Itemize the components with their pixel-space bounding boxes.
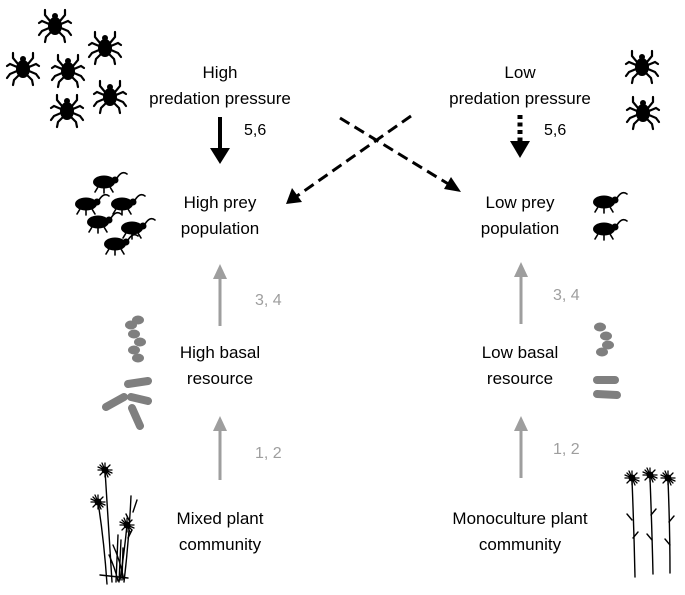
label-line: Mixed plant <box>176 509 264 528</box>
ref-left-resource: 3, 4 <box>255 292 282 309</box>
mite-icon <box>625 95 661 131</box>
mite-icon <box>5 51 41 87</box>
label-line: community <box>178 535 262 554</box>
label-line: High <box>202 63 238 82</box>
label-line: community <box>478 535 562 554</box>
mite-icon <box>49 93 85 129</box>
beetle-icon <box>103 233 139 256</box>
monoculture-plant-label: Monoculture plant community <box>420 506 620 558</box>
arrowhead <box>213 416 227 431</box>
resource-icon <box>593 376 621 399</box>
label-line: predation pressure <box>149 89 291 108</box>
label-line: High basal <box>179 343 261 362</box>
high-basal-resource-label: High basal resource <box>140 340 300 392</box>
dashed-arrow-right-to-left <box>296 114 412 198</box>
label-line: resource <box>486 369 554 388</box>
arrowhead <box>444 177 461 192</box>
mite-icon <box>50 53 86 89</box>
mixed-plant-label: Mixed plant community <box>140 506 300 558</box>
low-basal-resource-label: Low basal resource <box>440 340 600 392</box>
ref-right-plants: 1, 2 <box>553 441 580 458</box>
resource-icon <box>594 322 614 357</box>
low-prey-label: Low prey population <box>440 190 600 242</box>
label-line: resource <box>186 369 254 388</box>
label-line: population <box>180 219 260 238</box>
ref-right-resource: 3, 4 <box>553 287 580 304</box>
resource-icon <box>102 377 152 430</box>
label-line: predation pressure <box>449 89 591 108</box>
plant-icon <box>624 467 676 578</box>
high-predation-label: High predation pressure <box>120 60 320 112</box>
label-line: Low prey <box>485 193 555 212</box>
label-line: population <box>480 219 560 238</box>
low-predation-label: Low predation pressure <box>420 60 620 112</box>
dashed-arrow-left-to-right <box>339 116 451 187</box>
arrowhead <box>510 141 530 158</box>
label-line: High prey <box>183 193 257 212</box>
label-line: Monoculture plant <box>452 509 588 528</box>
arrowhead <box>514 416 528 431</box>
resource-icon <box>125 315 146 363</box>
arrowhead <box>514 262 528 277</box>
ref-left-predation: 5,6 <box>244 122 267 139</box>
beetle-icon <box>92 171 128 194</box>
mite-icon <box>87 30 123 66</box>
mite-icon <box>37 8 73 44</box>
arrowhead <box>286 188 302 204</box>
ref-right-predation: 5,6 <box>544 122 567 139</box>
arrowhead <box>210 148 230 164</box>
beetle-icon <box>86 211 122 234</box>
arrowhead <box>213 264 227 279</box>
plant-icon <box>90 462 138 585</box>
high-prey-label: High prey population <box>140 190 300 242</box>
mite-icon <box>624 49 660 85</box>
ref-left-plants: 1, 2 <box>255 445 282 462</box>
beetle-icon <box>74 193 110 216</box>
label-line: Low <box>504 63 536 82</box>
label-line: Low basal <box>481 343 559 362</box>
